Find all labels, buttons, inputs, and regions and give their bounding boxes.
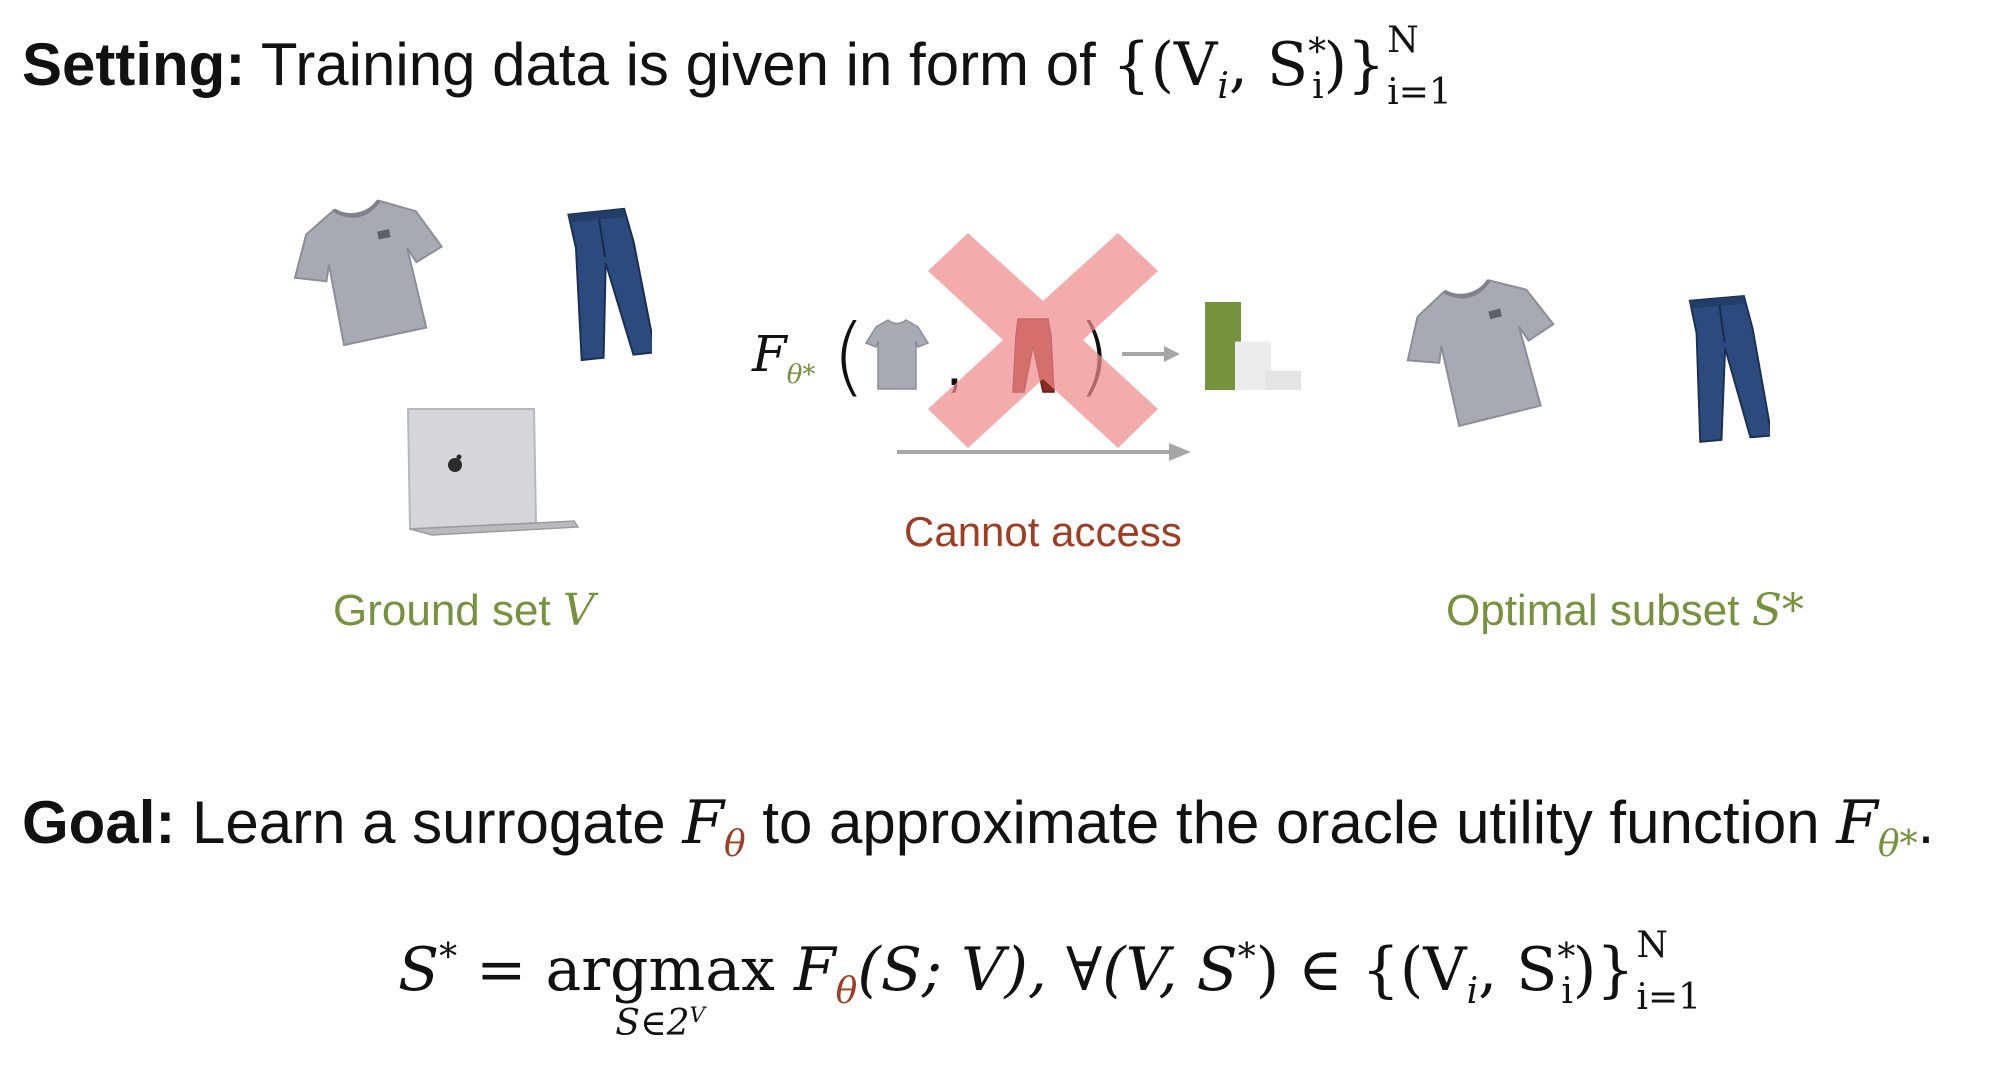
goal-text-1: Learn a surrogate — [192, 789, 666, 856]
tshirt-icon — [864, 319, 930, 390]
setting-heading: Setting: Training data is given in form … — [22, 8, 1452, 132]
oracle-symbol: Fθ* — [1836, 788, 1918, 865]
arrow-icon — [1122, 346, 1180, 362]
setting-lead: Setting: — [22, 31, 246, 98]
optimal-subset-caption: Optimal subset S* — [1446, 585, 1804, 636]
output-bar — [1265, 370, 1301, 390]
bar-chart-icon — [1205, 302, 1301, 390]
goal-text-2: to approximate the oracle utility functi… — [762, 789, 1820, 856]
surrogate-symbol: Fθ — [682, 788, 746, 865]
tshirt-icon — [1406, 279, 1555, 428]
setting-text: Training data is given in form of — [260, 31, 1096, 98]
oracle-function-label: Fθ* — [752, 325, 816, 390]
ground-set-caption: Ground set V — [333, 585, 595, 636]
open-paren: ( — [832, 306, 866, 406]
jeans-icon — [567, 207, 652, 362]
laptop-icon — [406, 408, 580, 536]
setting-set-notation: {(Vi, S*i)} — [1112, 30, 1386, 107]
jeans-icon — [1688, 294, 1770, 443]
goal-lead: Goal: — [22, 789, 176, 856]
arrow-icon — [897, 443, 1191, 461]
cross-icon — [928, 233, 1158, 448]
tshirt-icon — [293, 199, 444, 347]
cannot-access-label: Cannot access — [904, 508, 1182, 555]
goal-heading: Goal: Learn a surrogate Fθ to approximat… — [22, 788, 1935, 865]
